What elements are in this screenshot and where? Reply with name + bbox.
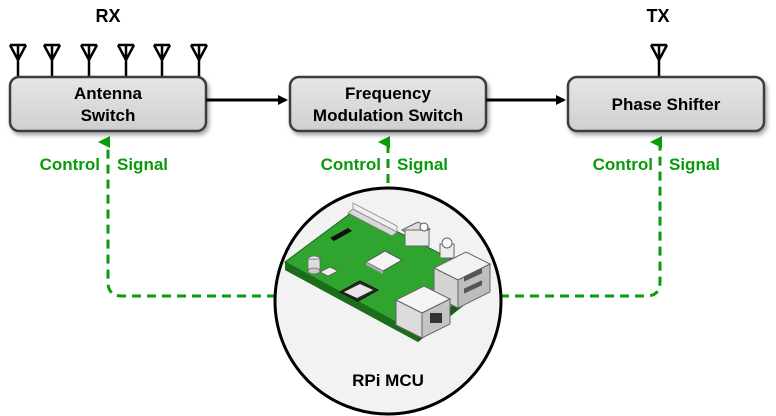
antenna-icon [649, 43, 669, 78]
phase-shifter-block: Phase Shifter [566, 75, 766, 133]
rx-label: RX [95, 6, 120, 26]
frequency-modulation-switch-block: Frequency Modulation Switch [288, 75, 488, 133]
control-label-center: Control [321, 155, 381, 174]
freq-mod-switch-line2: Modulation Switch [313, 106, 463, 125]
freq-mod-switch-line1: Frequency [345, 84, 432, 103]
rpi-mcu-label: RPi MCU [352, 371, 424, 390]
control-label-right: Control [593, 155, 653, 174]
control-line-antenna-switch [98, 136, 276, 298]
antenna-icon [8, 43, 28, 78]
antenna-icon [152, 43, 172, 78]
control-label-left-1: Control [40, 155, 100, 174]
antenna-switch-line2: Switch [81, 106, 136, 125]
signal-label-left-1: Signal [117, 155, 168, 174]
antenna-icon [42, 43, 62, 78]
phase-shifter-label: Phase Shifter [612, 95, 721, 114]
antenna-icon [189, 43, 209, 78]
tx-antenna [649, 43, 669, 78]
control-line-phase-shifter [500, 136, 662, 298]
raspberry-pi-board-icon [284, 202, 492, 342]
rpi-mcu: RPi MCU [273, 186, 503, 416]
antenna-icon [79, 43, 99, 78]
signal-label-center: Signal [397, 155, 448, 174]
signal-label-right: Signal [669, 155, 720, 174]
antenna-switch-line1: Antenna [74, 84, 143, 103]
rx-antenna-array [8, 43, 209, 78]
antenna-icon [116, 43, 136, 78]
antenna-switch-block: Antenna Switch [8, 75, 208, 133]
tx-label: TX [646, 6, 669, 26]
